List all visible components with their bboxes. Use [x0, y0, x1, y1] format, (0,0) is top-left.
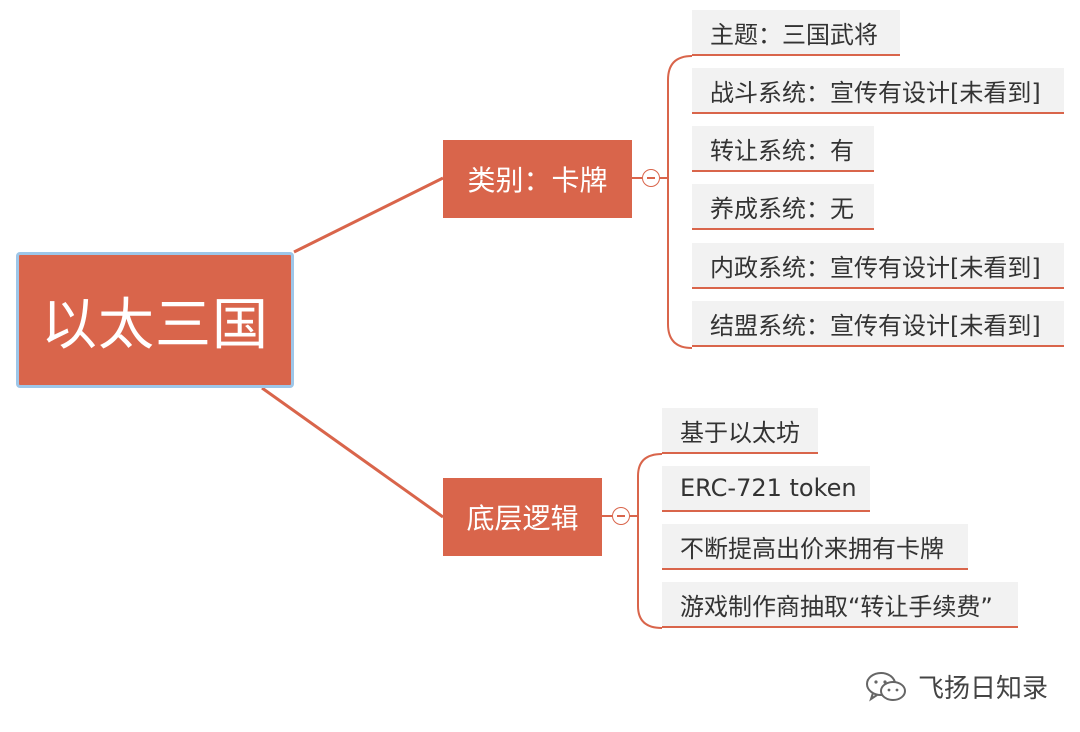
leaf-underline	[692, 228, 874, 230]
leaf-label: 结盟系统：宣传有设计[未看到]	[710, 311, 1041, 340]
leaf-underline	[692, 287, 1064, 289]
leaf-underline	[662, 568, 968, 570]
leaf-underline	[692, 170, 874, 172]
leaf-growth-system[interactable]: 养成系统：无	[692, 184, 874, 228]
leaf-label: 基于以太坊	[680, 418, 800, 447]
branch-underlying-logic-label: 底层逻辑	[466, 502, 579, 535]
leaf-battle-system[interactable]: 战斗系统：宣传有设计[未看到]	[692, 68, 1064, 112]
leaf-label: ERC-721 token	[680, 474, 857, 502]
leaf-label: 不断提高出价来拥有卡牌	[680, 534, 944, 563]
branch-category-label: 类别：卡牌	[467, 164, 608, 197]
leaf-erc721[interactable]: ERC-721 token	[662, 466, 870, 510]
leaf-underline	[662, 626, 1018, 628]
watermark-text: 飞扬日知录	[918, 674, 1049, 704]
leaf-alliance-system[interactable]: 结盟系统：宣传有设计[未看到]	[692, 301, 1064, 345]
leaf-underline	[692, 345, 1064, 347]
leaf-label: 游戏制作商抽取“转让手续费”	[680, 592, 993, 621]
collapse-toggle-icon[interactable]	[642, 169, 660, 187]
leaf-label: 内政系统：宣传有设计[未看到]	[710, 253, 1041, 282]
leaf-label: 主题：三国武将	[710, 20, 878, 49]
watermark: 飞扬日知录	[864, 668, 1048, 705]
leaf-domestic-system[interactable]: 内政系统：宣传有设计[未看到]	[692, 243, 1064, 287]
root-node[interactable]: 以太三国	[16, 252, 294, 388]
branch-1-bracket	[667, 55, 693, 349]
wechat-icon	[866, 671, 906, 701]
branch-underlying-logic[interactable]: 底层逻辑	[443, 478, 602, 556]
leaf-transfer-system[interactable]: 转让系统：有	[692, 126, 874, 170]
branch-2-bracket	[637, 453, 663, 629]
leaf-underline	[662, 510, 870, 512]
root-to-branch-1-line	[293, 176, 444, 254]
leaf-transfer-fee[interactable]: 游戏制作商抽取“转让手续费”	[662, 582, 1018, 626]
leaf-label: 养成系统：无	[710, 194, 854, 223]
collapse-toggle-icon[interactable]	[612, 507, 630, 525]
leaf-based-on-ethereum[interactable]: 基于以太坊	[662, 408, 818, 452]
leaf-theme[interactable]: 主题：三国武将	[692, 10, 900, 54]
leaf-label: 战斗系统：宣传有设计[未看到]	[710, 78, 1041, 107]
leaf-underline	[692, 112, 1064, 114]
leaf-underline	[692, 54, 900, 56]
leaf-underline	[662, 452, 818, 454]
root-label: 以太三国	[41, 292, 269, 358]
branch-category[interactable]: 类别：卡牌	[443, 140, 632, 218]
root-to-branch-2-line	[261, 386, 444, 519]
leaf-label: 转让系统：有	[710, 136, 854, 165]
leaf-bidding[interactable]: 不断提高出价来拥有卡牌	[662, 524, 968, 568]
